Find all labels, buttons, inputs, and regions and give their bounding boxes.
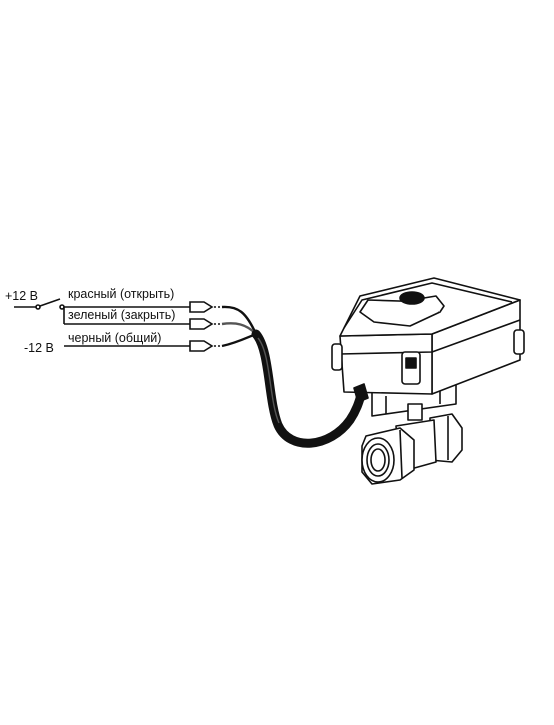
minus-12v-label: -12 В [24,341,54,355]
cable [251,329,367,448]
wire-red-label: красный (открыть) [68,287,174,301]
right-clip [513,329,525,355]
wire-black-tail [221,332,257,348]
wire-black-label: черный (общий) [68,331,161,345]
handle-knob [399,291,425,305]
wire-red-tail [221,305,258,335]
supply-and-wires: +12 В -12 В [5,289,258,355]
plus-12v-label: +12 В [5,289,38,303]
connector-black [189,340,214,352]
motorized-ball-valve [331,277,525,485]
cable-gland [353,383,369,403]
connector-green [189,318,214,330]
cable-highlight [257,337,280,424]
connector-red [189,301,214,313]
switch-contact-left [35,304,41,310]
wire-green-label: зеленый (закрыть) [68,308,175,322]
valve-body [361,413,463,485]
left-clip [331,343,343,371]
switch-blade [39,298,61,307]
